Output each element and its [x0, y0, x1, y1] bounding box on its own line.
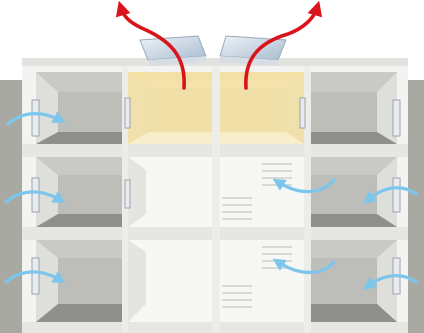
wall-center: [212, 66, 220, 333]
room-right-floor-2: [311, 157, 397, 227]
room-left-floor-3: [36, 72, 122, 144]
stairwell-bottom-right: [220, 240, 304, 322]
stairwell-top-left: [128, 72, 212, 144]
building: [22, 58, 408, 333]
room-right-floor-3: [311, 72, 397, 144]
room-left-floor-2: [36, 157, 122, 227]
room-left-floor-1: [36, 240, 122, 322]
stairwell-middle-right: [220, 157, 304, 227]
stairwell-top-right: [220, 72, 304, 144]
room-right-floor-1: [311, 240, 397, 322]
roof-skylight-vent-icon: [220, 36, 286, 66]
stairwell-middle-left: [128, 157, 212, 227]
stairwell-bottom-left: [128, 240, 212, 322]
